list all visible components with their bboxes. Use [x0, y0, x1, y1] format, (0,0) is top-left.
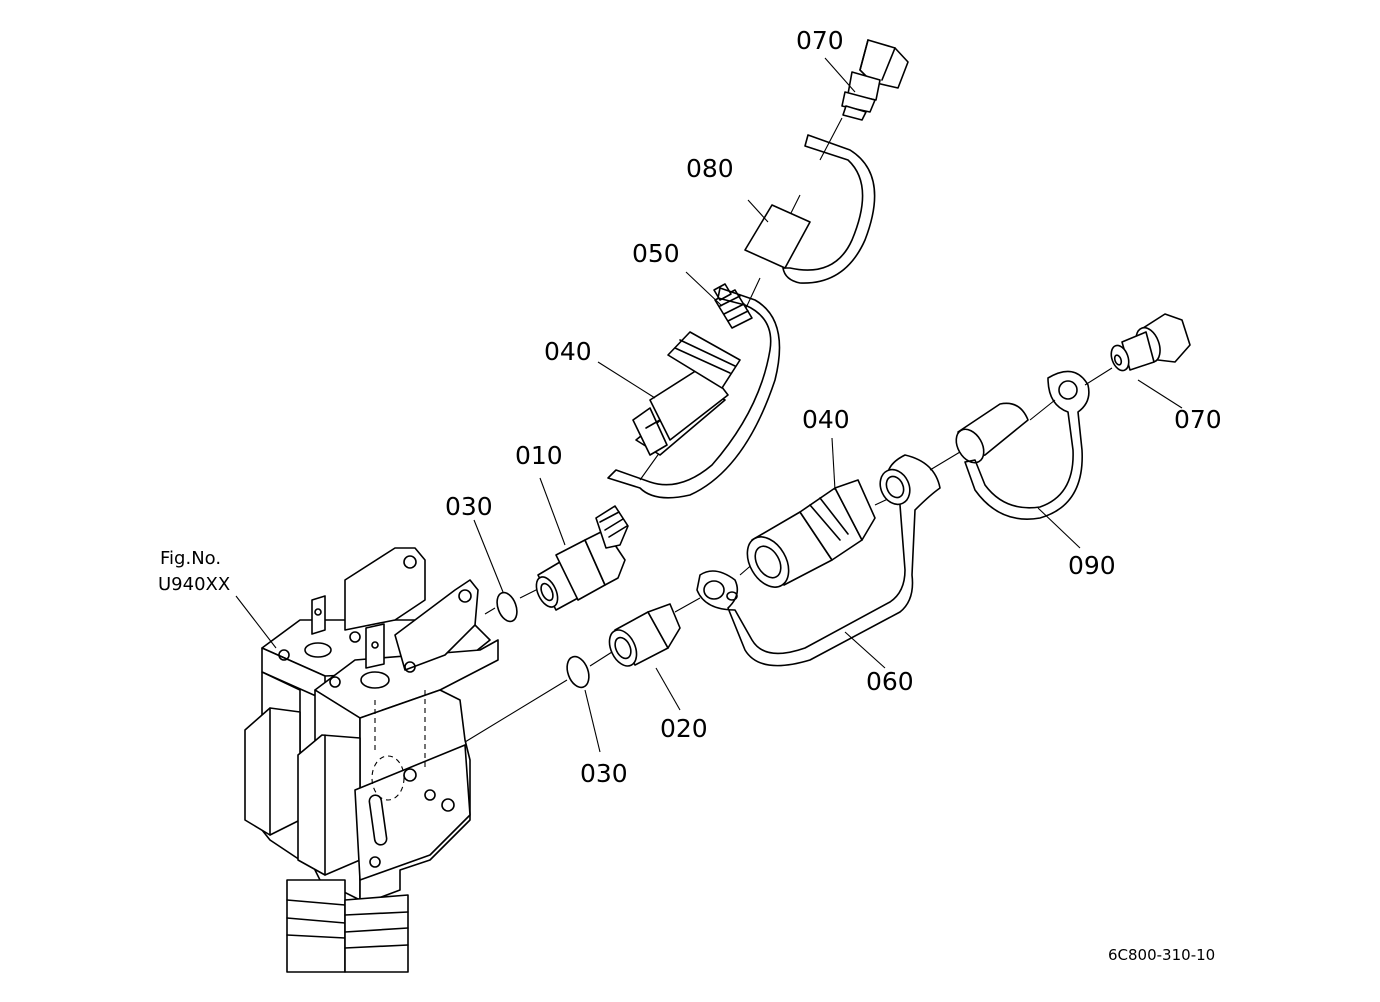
callout-030-bottom: 030 — [580, 759, 628, 788]
fig-ref-line2: U940XX — [158, 574, 230, 595]
callout-090: 090 — [1068, 551, 1116, 580]
dust-cap-strap-090 — [964, 370, 1090, 520]
callout-040-right: 040 — [802, 405, 850, 434]
callout-060: 060 — [866, 667, 914, 696]
drawing-code: 6C800-310-10 — [1108, 946, 1215, 964]
fig-ref-line1: Fig.No. — [160, 548, 221, 569]
leader-lines — [235, 57, 1183, 753]
coupler-040-upper — [632, 331, 741, 456]
strap-eye-060 — [703, 580, 725, 600]
callout-080: 080 — [686, 154, 734, 183]
elbow-adapter-010 — [535, 505, 629, 611]
nipple-070-right — [1110, 313, 1191, 372]
dust-cap-strap-080 — [782, 134, 876, 284]
figure-reference: Fig.No. U940XX — [158, 548, 230, 595]
coupler-040-lower — [746, 479, 876, 588]
dust-cap-strap-upper — [607, 287, 781, 499]
o-ring-030-upper — [496, 591, 518, 623]
callout-070-right: 070 — [1174, 405, 1222, 434]
dust-cap-080 — [744, 204, 811, 269]
control-valve-assembly — [244, 547, 499, 973]
callout-030-top: 030 — [445, 492, 493, 521]
callout-050: 050 — [632, 239, 680, 268]
nipple-070-top — [841, 39, 909, 121]
part-callouts: 070 080 050 040 010 030 040 070 090 060 … — [445, 26, 1222, 788]
callout-020: 020 — [660, 714, 708, 743]
dust-cap-strap-060 — [696, 454, 941, 667]
callout-070-top: 070 — [796, 26, 844, 55]
o-ring-030-lower — [566, 655, 590, 689]
callout-040-left: 040 — [544, 337, 592, 366]
adapter-020 — [608, 603, 681, 667]
dust-cap-090 — [955, 402, 1029, 464]
callout-010: 010 — [515, 441, 563, 470]
